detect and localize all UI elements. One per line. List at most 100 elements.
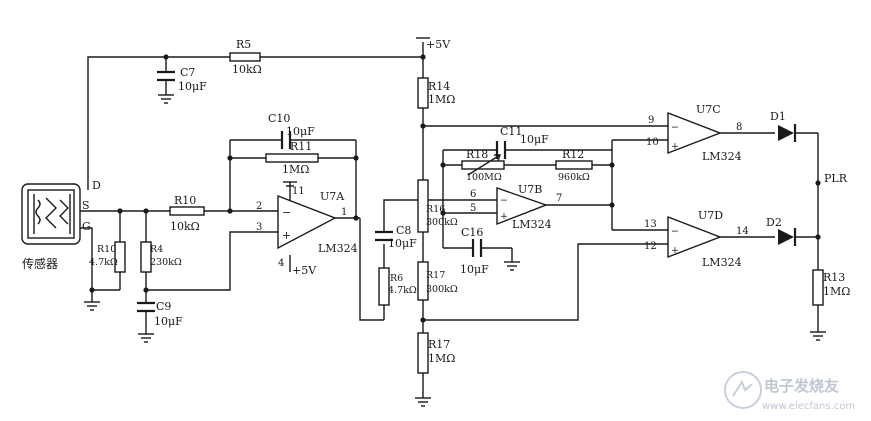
- svg-text:R17: R17: [428, 338, 450, 351]
- svg-text:10μF: 10μF: [286, 125, 315, 138]
- capacitor-c7: C7 10μF: [157, 66, 207, 93]
- svg-text:U7A: U7A: [320, 190, 345, 203]
- svg-text:2: 2: [256, 201, 262, 212]
- svg-text:C11: C11: [500, 125, 522, 138]
- svg-text:−: −: [282, 206, 291, 219]
- opamp-u7b: − + 6 5 7 U7B LM324: [470, 183, 562, 231]
- svg-text:12: 12: [644, 241, 657, 252]
- opamp-u7c: − + 9 10 8 U7C LM324: [646, 103, 742, 163]
- svg-text:+5V: +5V: [292, 264, 317, 277]
- capacitor-c9: C9 10μF: [137, 300, 183, 328]
- svg-text:10μF: 10μF: [388, 237, 417, 250]
- opamp-u7a: − + 2 3 1 11 4 +5V U7A LM324: [256, 186, 358, 277]
- svg-text:−: −: [500, 195, 508, 206]
- svg-text:3: 3: [256, 222, 262, 233]
- wires: [80, 42, 819, 398]
- svg-text:10μF: 10μF: [460, 263, 489, 276]
- svg-text:300kΩ: 300kΩ: [426, 284, 458, 295]
- svg-text:−: −: [671, 226, 679, 237]
- svg-text:电子发烧友: 电子发烧友: [764, 377, 839, 395]
- resistor-r1: R10 4.7kΩ: [89, 241, 126, 273]
- svg-text:C9: C9: [156, 300, 171, 313]
- svg-text:R11: R11: [290, 140, 312, 153]
- resistor-r4: R4 230kΩ: [140, 241, 182, 273]
- svg-text:C16: C16: [461, 226, 483, 239]
- svg-text:R10: R10: [97, 244, 116, 255]
- svg-text:1: 1: [341, 207, 347, 218]
- svg-text:230kΩ: 230kΩ: [150, 257, 182, 268]
- svg-text:4.7kΩ: 4.7kΩ: [388, 285, 417, 296]
- svg-text:11: 11: [292, 186, 305, 197]
- svg-text:10: 10: [646, 137, 659, 148]
- svg-text:8: 8: [736, 122, 742, 133]
- resistor-r11: R11 1MΩ: [265, 140, 319, 176]
- svg-text:1MΩ: 1MΩ: [428, 352, 455, 365]
- opamp-u7d: − + 13 12 14 U7D LM324: [644, 209, 749, 269]
- svg-text:10μF: 10μF: [178, 80, 207, 93]
- svg-text:LM324: LM324: [702, 150, 742, 163]
- svg-text:+: +: [500, 211, 508, 222]
- svg-text:C7: C7: [180, 66, 195, 79]
- diode-d2: D2: [766, 216, 797, 246]
- resistor-r17-lower: R17 1MΩ: [417, 332, 455, 374]
- svg-text:13: 13: [644, 219, 657, 230]
- capacitor-c8: C8 10μF: [375, 224, 417, 250]
- svg-text:LM324: LM324: [512, 218, 552, 231]
- svg-text:1MΩ: 1MΩ: [823, 285, 850, 298]
- svg-text:9: 9: [648, 115, 654, 126]
- svg-text:10μF: 10μF: [520, 133, 549, 146]
- svg-text:D: D: [92, 179, 101, 192]
- resistor-r17-upper: R17 300kΩ: [417, 261, 458, 301]
- svg-text:960kΩ: 960kΩ: [558, 172, 590, 183]
- svg-text:C10: C10: [268, 112, 290, 125]
- resistor-r13: R13 1MΩ: [812, 269, 850, 306]
- resistor-r6: R6 4.7kΩ: [378, 267, 417, 306]
- svg-text:1MΩ: 1MΩ: [282, 163, 309, 176]
- capacitor-c11: C11 10μF: [495, 125, 549, 159]
- svg-text:+5V: +5V: [426, 38, 451, 51]
- svg-text:G: G: [82, 220, 91, 233]
- svg-text:D2: D2: [766, 216, 782, 229]
- svg-text:C8: C8: [396, 224, 411, 237]
- svg-text:+: +: [671, 245, 679, 256]
- svg-text:R4: R4: [150, 244, 163, 255]
- svg-text:10kΩ: 10kΩ: [232, 63, 262, 76]
- resistor-r10: R10 10kΩ: [169, 194, 205, 233]
- svg-text:1MΩ: 1MΩ: [428, 93, 455, 106]
- resistor-r5: R5 10kΩ: [229, 38, 262, 76]
- watermark: 电子发烧友 www.elecfans.com: [724, 371, 855, 412]
- svg-text:5: 5: [470, 203, 476, 214]
- svg-text:R6: R6: [390, 273, 403, 284]
- resistor-r14: R14 1MΩ: [417, 77, 455, 109]
- svg-text:R12: R12: [562, 148, 584, 161]
- svg-text:7: 7: [556, 193, 562, 204]
- svg-text:10kΩ: 10kΩ: [170, 220, 200, 233]
- svg-text:14: 14: [736, 226, 749, 237]
- capacitor-c10: C10 10μF: [268, 112, 315, 149]
- svg-text:LM324: LM324: [702, 256, 742, 269]
- svg-text:100MΩ: 100MΩ: [466, 172, 502, 183]
- svg-text:10μF: 10μF: [154, 315, 183, 328]
- output-plr: PLR: [824, 172, 848, 185]
- diode-d1: D1: [770, 110, 797, 142]
- svg-text:+: +: [671, 141, 679, 152]
- svg-text:R18: R18: [466, 148, 488, 161]
- capacitor-c16: C16 10μF: [460, 226, 489, 276]
- svg-text:U7B: U7B: [518, 183, 542, 196]
- svg-text:LM324: LM324: [318, 242, 358, 255]
- supply-5v: +5V: [416, 37, 451, 51]
- svg-text:R16: R16: [426, 204, 445, 215]
- svg-text:300kΩ: 300kΩ: [426, 217, 458, 228]
- svg-text:6: 6: [470, 189, 476, 200]
- svg-text:PLR: PLR: [824, 172, 848, 185]
- svg-text:D1: D1: [770, 110, 786, 123]
- svg-text:R17: R17: [426, 270, 445, 281]
- svg-text:S: S: [82, 199, 90, 212]
- svg-text:+: +: [282, 229, 291, 242]
- resistor-r12: R12 960kΩ: [555, 148, 593, 183]
- svg-text:R5: R5: [236, 38, 251, 51]
- ground-symbols: [84, 94, 826, 407]
- svg-text:传感器: 传感器: [22, 256, 58, 271]
- resistor-r16: R16 300kΩ: [417, 179, 458, 233]
